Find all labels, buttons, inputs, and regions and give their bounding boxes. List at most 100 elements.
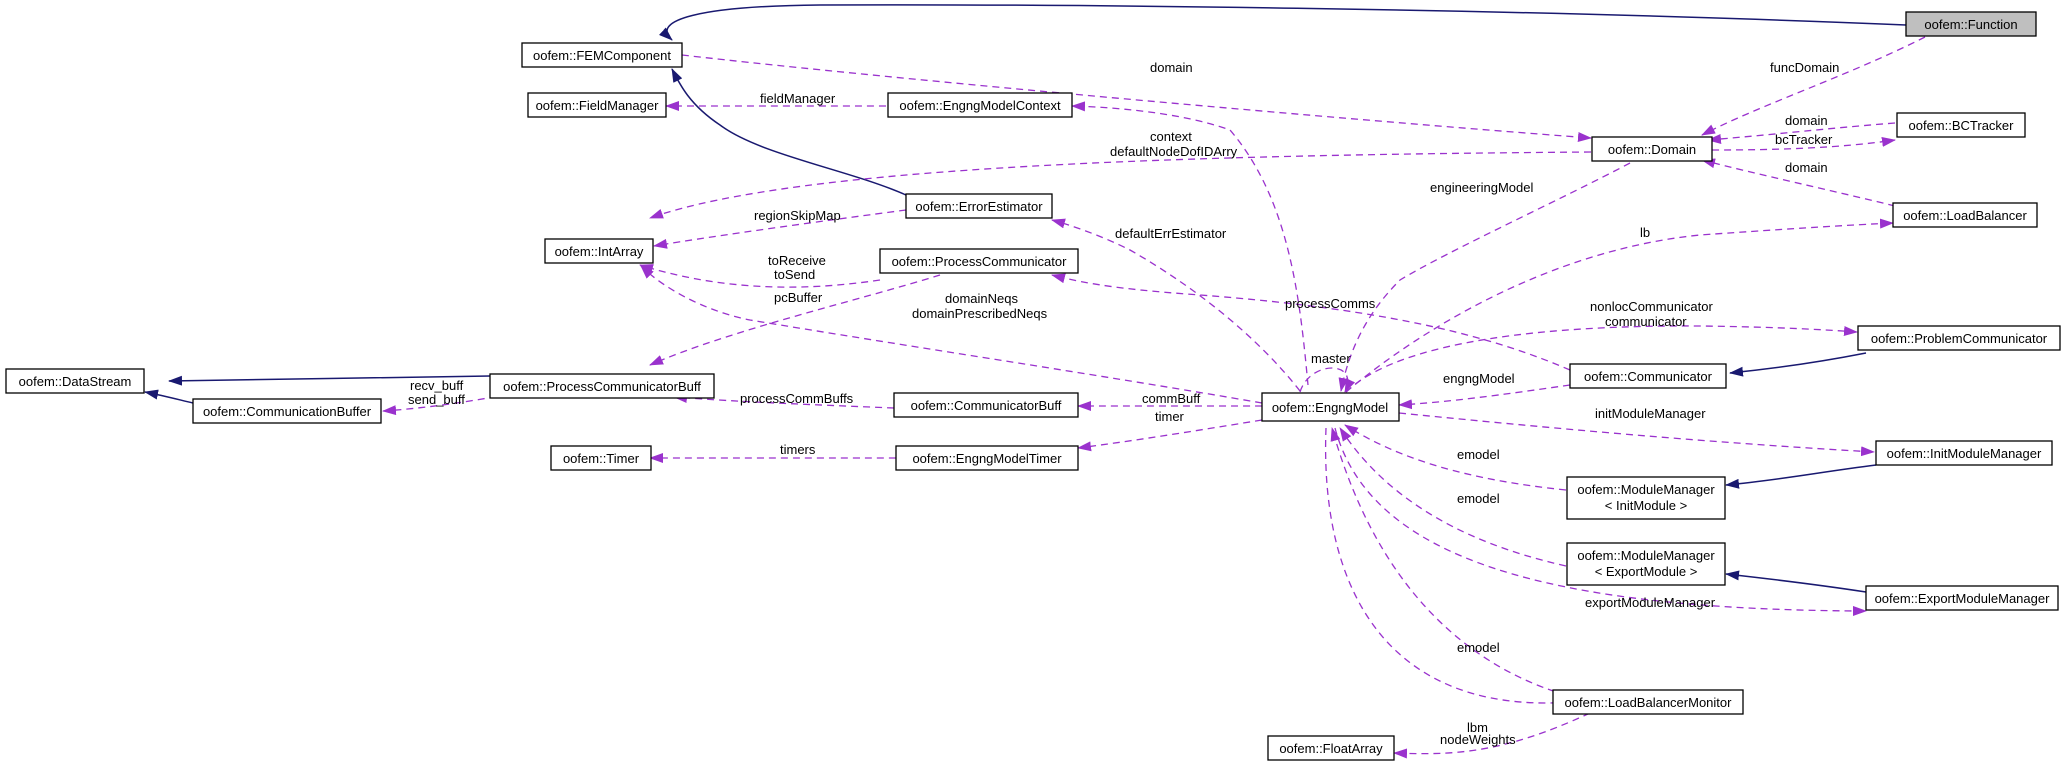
label-engng-model: engngModel bbox=[1443, 371, 1515, 386]
edge-engngmodel-intarray bbox=[640, 265, 1263, 404]
svg-text:oofem::ProblemCommunicator: oofem::ProblemCommunicator bbox=[1871, 331, 2048, 346]
label-bc-domain: domain bbox=[1785, 113, 1828, 128]
label-lbm: lbm bbox=[1467, 720, 1488, 735]
svg-text:oofem::EngngModelTimer: oofem::EngngModelTimer bbox=[912, 451, 1062, 466]
node-init-module-manager[interactable]: oofem::InitModuleManager bbox=[1875, 440, 2053, 466]
label-recv-buff: recv_buff bbox=[410, 378, 464, 393]
node-data-stream[interactable]: oofem::DataStream bbox=[5, 368, 145, 394]
label-emodel-3: emodel bbox=[1457, 640, 1500, 655]
edge-initmodulemanager-modulemanager-init bbox=[1725, 464, 1877, 489]
label-engineering-model: engineeringModel bbox=[1430, 180, 1533, 195]
svg-text:< InitModule >: < InitModule > bbox=[1605, 498, 1687, 513]
node-process-communicator-buff[interactable]: oofem::ProcessCommunicatorBuff bbox=[489, 373, 715, 399]
label-default-node-dof: defaultNodeDofIDArry bbox=[1110, 144, 1238, 159]
node-domain[interactable]: oofem::Domain bbox=[1591, 136, 1713, 162]
svg-text:oofem::Timer: oofem::Timer bbox=[563, 451, 640, 466]
label-nonloc-communicator: nonlocCommunicator bbox=[1590, 299, 1714, 314]
svg-text:oofem::LoadBalancerMonitor: oofem::LoadBalancerMonitor bbox=[1565, 695, 1733, 710]
edge-engngmodel-errorestimator bbox=[1051, 218, 1301, 392]
edge-problemcommunicator-communicator bbox=[1729, 352, 1867, 377]
edge-labels: domain funcDomain context fieldManager d… bbox=[408, 60, 1839, 747]
svg-text:oofem::CommunicationBuffer: oofem::CommunicationBuffer bbox=[203, 404, 372, 419]
node-int-array[interactable]: oofem::IntArray bbox=[544, 238, 654, 264]
node-communication-buffer[interactable]: oofem::CommunicationBuffer bbox=[192, 398, 382, 424]
edge-modulemanager-init-engngmodel bbox=[1344, 424, 1567, 491]
edge-loadbalancermonitor-floatarray bbox=[1393, 712, 1591, 759]
node-engng-model-context[interactable]: oofem::EngngModelContext bbox=[887, 92, 1073, 118]
node-load-balancer-monitor[interactable]: oofem::LoadBalancerMonitor bbox=[1552, 689, 1744, 715]
label-region-skip-map: regionSkipMap bbox=[754, 208, 841, 223]
node-engng-model[interactable]: oofem::EngngModel bbox=[1261, 392, 1400, 422]
node-engng-model-timer[interactable]: oofem::EngngModelTimer bbox=[895, 445, 1079, 471]
edge-engngmodel-loadbalancer bbox=[1345, 218, 1894, 393]
label-send-buff: send_buff bbox=[408, 392, 465, 407]
node-communicator-buff[interactable]: oofem::CommunicatorBuff bbox=[893, 392, 1079, 418]
edge-processcommunicator-intarray bbox=[639, 264, 881, 288]
node-export-module-manager[interactable]: oofem::ExportModuleManager bbox=[1865, 585, 2059, 611]
edge-loadbalancermonitor-engngmodel bbox=[1330, 427, 1567, 696]
association-edges bbox=[382, 36, 1926, 759]
label-export-module-manager: exportModuleManager bbox=[1585, 595, 1716, 610]
edge-engngmodel-engngmodeltimer bbox=[1077, 419, 1263, 452]
svg-text:oofem::FEMComponent: oofem::FEMComponent bbox=[533, 48, 671, 63]
edge-loadbalancer-domain bbox=[1701, 158, 1896, 207]
node-field-manager[interactable]: oofem::FieldManager bbox=[527, 92, 667, 118]
svg-text:oofem::FloatArray: oofem::FloatArray bbox=[1279, 741, 1383, 756]
label-timers: timers bbox=[780, 442, 816, 457]
edge-processcommunicatorbuff-datastream bbox=[168, 375, 491, 386]
svg-text:oofem::EngngModel: oofem::EngngModel bbox=[1272, 400, 1388, 415]
svg-text:< ExportModule >: < ExportModule > bbox=[1595, 564, 1698, 579]
node-module-manager-export[interactable]: oofem::ModuleManager < ExportModule > bbox=[1566, 542, 1726, 586]
svg-text:oofem::ErrorEstimator: oofem::ErrorEstimator bbox=[915, 199, 1043, 214]
node-bc-tracker[interactable]: oofem::BCTracker bbox=[1896, 112, 2026, 138]
edge-engngmodel-initmodulemanager bbox=[1398, 412, 1875, 457]
nodes: oofem::Function oofem::FEMComponent oofe… bbox=[5, 11, 2061, 761]
svg-text:oofem::BCTracker: oofem::BCTracker bbox=[1909, 118, 2015, 133]
edge-communicator-processcommunicator bbox=[1051, 273, 1571, 371]
edge-femcomponent-domain bbox=[681, 54, 1592, 143]
edge-exportmodulemanager-modulemanager-export bbox=[1725, 570, 1867, 593]
svg-text:oofem::CommunicatorBuff: oofem::CommunicatorBuff bbox=[911, 398, 1062, 413]
edge-function-femcomponent bbox=[659, 4, 1908, 41]
node-problem-communicator[interactable]: oofem::ProblemCommunicator bbox=[1857, 325, 2061, 351]
edge-engngmodel-loadbalancermonitor bbox=[1324, 427, 1594, 708]
svg-text:oofem::IntArray: oofem::IntArray bbox=[555, 244, 644, 259]
label-pc-buffer: pcBuffer bbox=[774, 290, 823, 305]
node-process-communicator[interactable]: oofem::ProcessCommunicator bbox=[879, 248, 1079, 274]
label-domain: domain bbox=[1150, 60, 1193, 75]
label-node-weights: nodeWeights bbox=[1440, 732, 1516, 747]
node-error-estimator[interactable]: oofem::ErrorEstimator bbox=[905, 193, 1053, 219]
node-load-balancer[interactable]: oofem::LoadBalancer bbox=[1892, 202, 2038, 228]
edge-engngmodel-context bbox=[1071, 101, 1309, 386]
label-emodel-1: emodel bbox=[1457, 447, 1500, 462]
edge-domain-engngmodel bbox=[1338, 162, 1631, 392]
label-lb-domain: domain bbox=[1785, 160, 1828, 175]
label-domain-prescribed-neqs: domainPrescribedNeqs bbox=[912, 306, 1048, 321]
inheritance-edges bbox=[144, 4, 1908, 593]
label-context: context bbox=[1150, 129, 1192, 144]
label-comm-buff: commBuff bbox=[1142, 391, 1201, 406]
node-communicator[interactable]: oofem::Communicator bbox=[1569, 363, 1727, 389]
edge-communicator-engngmodel bbox=[1398, 384, 1571, 410]
svg-text:oofem::Function: oofem::Function bbox=[1924, 17, 2017, 32]
label-emodel-2: emodel bbox=[1457, 491, 1500, 506]
node-timer[interactable]: oofem::Timer bbox=[550, 445, 652, 471]
node-float-array[interactable]: oofem::FloatArray bbox=[1267, 735, 1395, 761]
node-module-manager-init[interactable]: oofem::ModuleManager < InitModule > bbox=[1566, 476, 1726, 520]
label-process-comms: processComms bbox=[1285, 296, 1376, 311]
edge-modulemanager-export-engngmodel bbox=[1339, 427, 1567, 567]
label-domain-neqs: domainNeqs bbox=[945, 291, 1018, 306]
svg-text:oofem::EngngModelContext: oofem::EngngModelContext bbox=[899, 98, 1061, 113]
label-master: master bbox=[1311, 351, 1351, 366]
svg-text:oofem::ModuleManager: oofem::ModuleManager bbox=[1577, 548, 1715, 563]
node-fem-component[interactable]: oofem::FEMComponent bbox=[521, 42, 683, 68]
svg-text:oofem::ProcessCommunicator: oofem::ProcessCommunicator bbox=[892, 254, 1068, 269]
edge-domain-intarray bbox=[649, 151, 1592, 219]
svg-text:oofem::Communicator: oofem::Communicator bbox=[1584, 369, 1713, 384]
label-to-send: toSend bbox=[774, 267, 815, 282]
label-to-receive: toReceive bbox=[768, 253, 826, 268]
edge-communicatorbuff-processcommunicatorbuff bbox=[673, 392, 895, 409]
node-function[interactable]: oofem::Function bbox=[1905, 11, 2037, 37]
label-field-manager: fieldManager bbox=[760, 91, 836, 106]
label-communicator: communicator bbox=[1605, 314, 1687, 329]
